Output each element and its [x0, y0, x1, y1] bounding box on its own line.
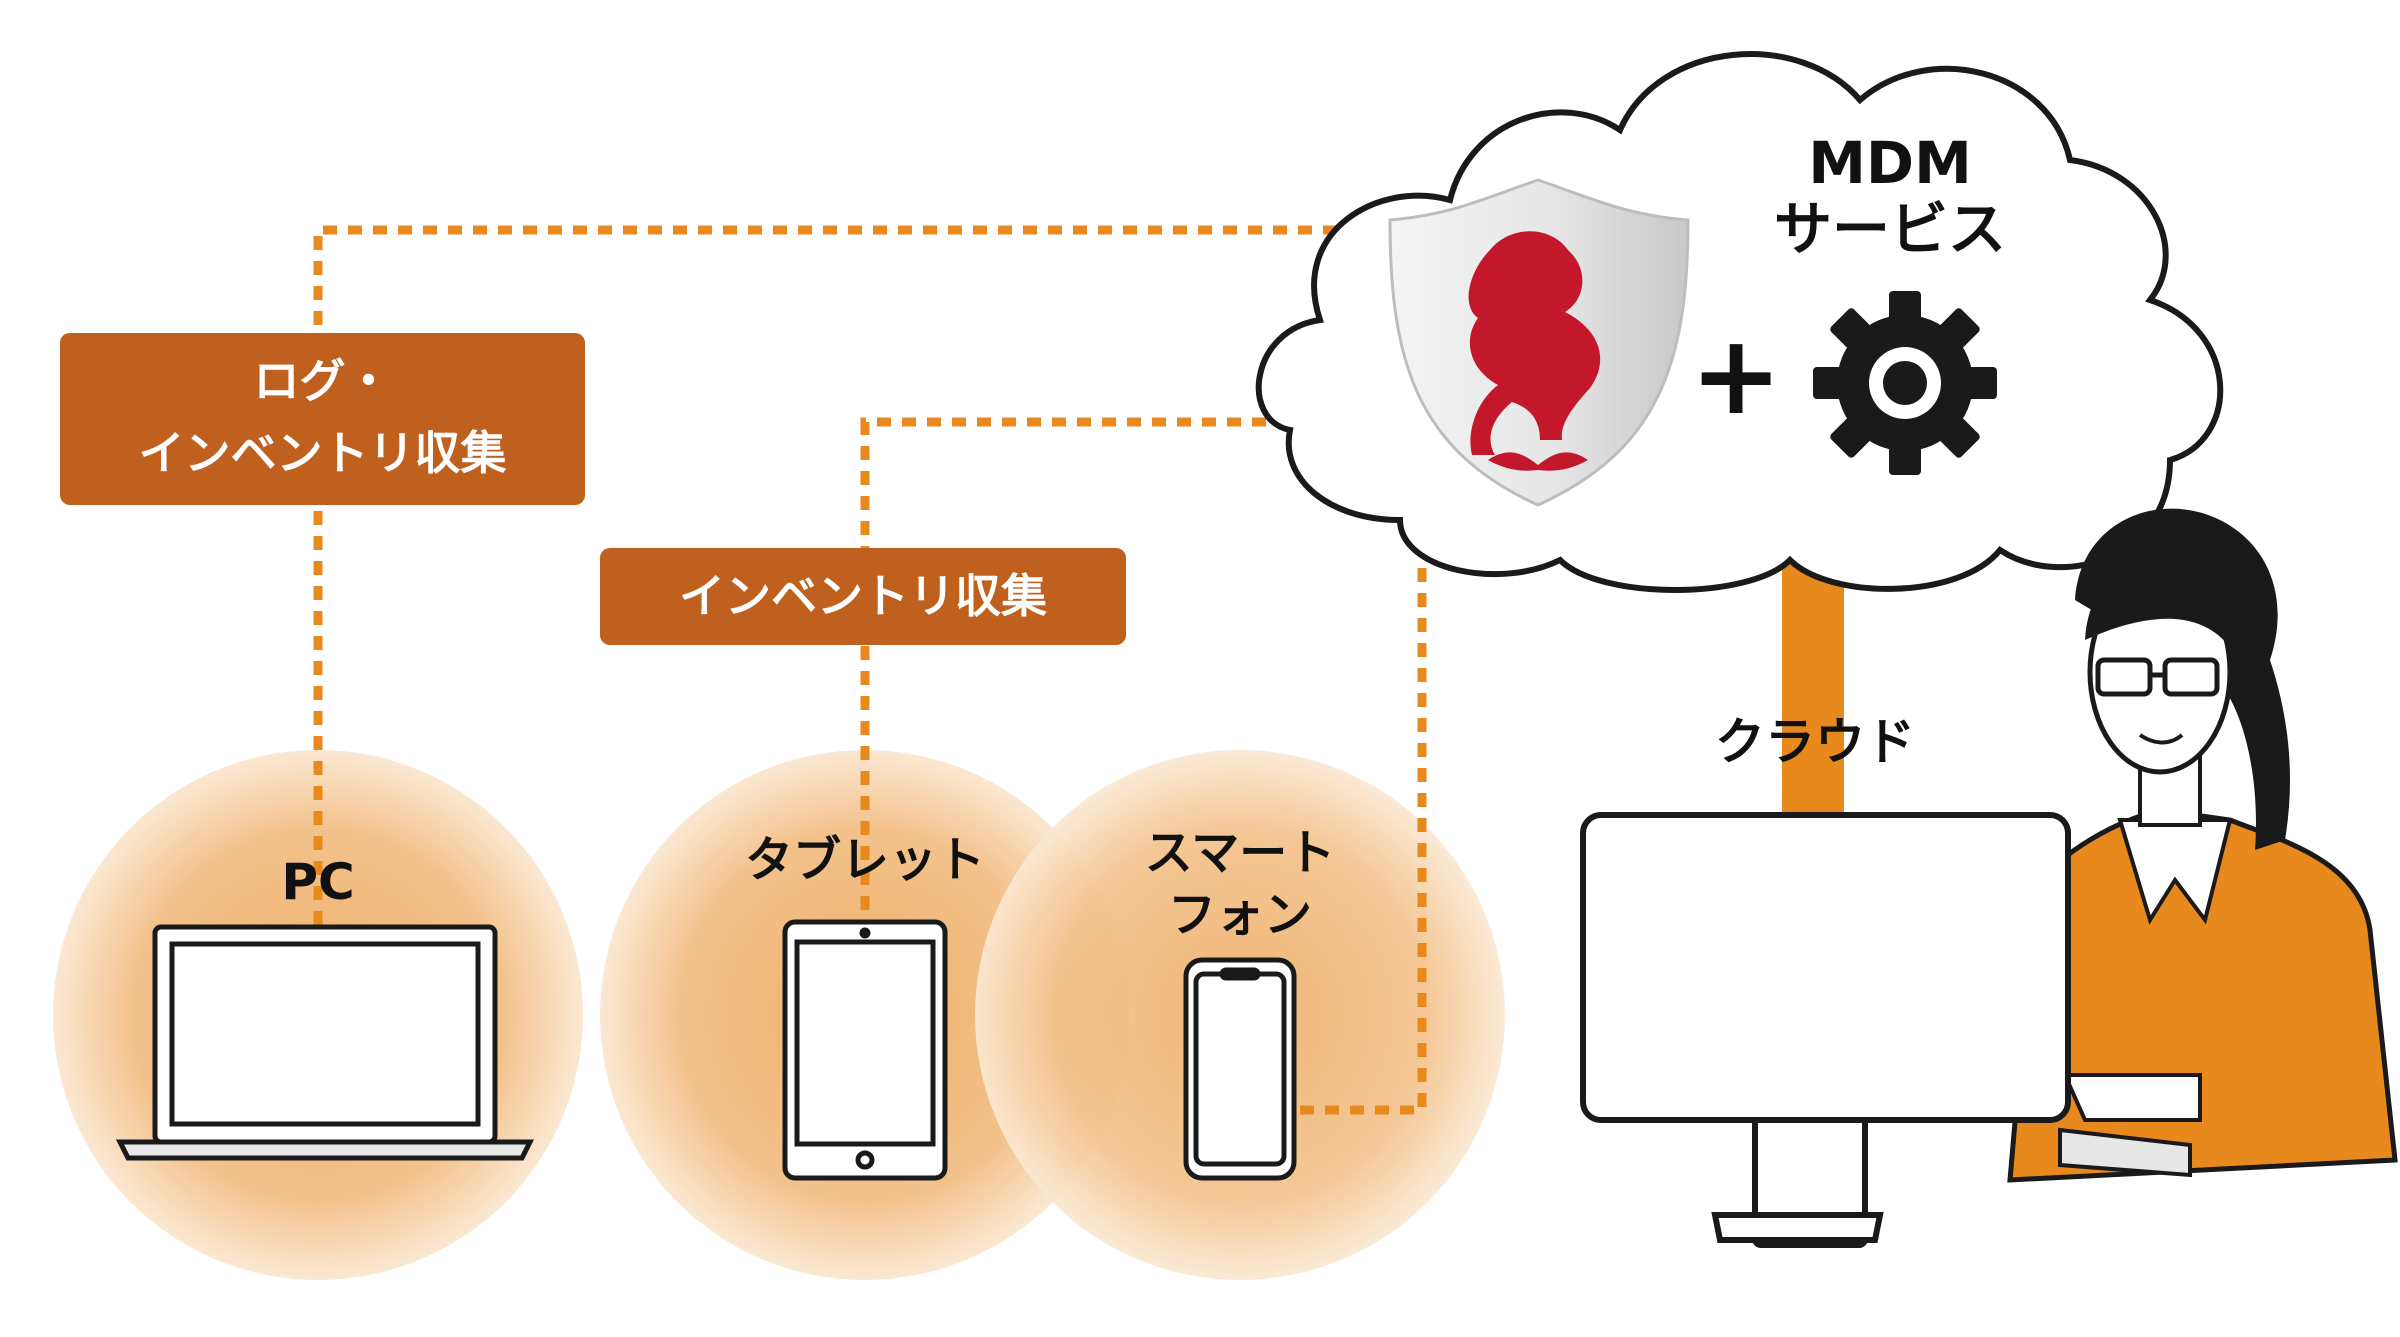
mdm-service-label: MDM サービス [1740, 130, 2040, 262]
gear-icon [1813, 291, 1997, 475]
shield-lion-icon [1388, 178, 1690, 507]
log-inventory-label-line1: ログ・ [253, 354, 392, 408]
person-at-computer-icon [2007, 508, 2398, 1183]
laptop-icon [115, 924, 535, 1161]
log-inventory-label-box [60, 333, 585, 505]
monitor-icon [1580, 812, 2071, 1248]
log-inventory-label: ログ・ インベントリ収集 [60, 345, 585, 489]
smartphone-label-line2: フォン [1167, 887, 1312, 943]
smartphone-label: スマート フォン [1090, 822, 1390, 946]
mdm-label-line2: サービス [1773, 195, 2006, 263]
smartphone-label-line1: スマート [1144, 825, 1336, 881]
tablet-icon [782, 919, 948, 1181]
connector-lines [313, 225, 1427, 1115]
cloud-connector-bar [1782, 560, 1844, 820]
inventory-label-box [600, 548, 1126, 645]
mdm-label-line1: MDM [1808, 129, 1972, 197]
cloud-label: クラウド [1715, 713, 1915, 771]
pc-label: PC [281, 853, 355, 911]
log-inventory-label-line2: インベントリ収集 [138, 426, 507, 480]
plus-sign: + [1690, 311, 1783, 439]
tablet-label: タブレット [744, 832, 985, 888]
smartphone-icon [1183, 957, 1297, 1181]
inventory-label: インベントリ収集 [679, 569, 1047, 623]
